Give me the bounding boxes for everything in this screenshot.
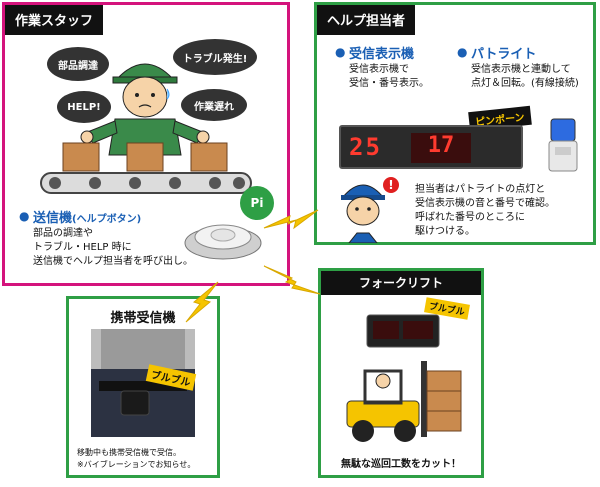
forklift-title-bar: フォークリフト: [321, 271, 481, 295]
forklift-illustration: [346, 361, 462, 442]
light-title: パトライト: [471, 47, 537, 62]
mobile-photo: [91, 329, 195, 437]
bubble-parts: 部品調達: [47, 47, 109, 81]
transmitter-bullet: ●: [19, 209, 30, 223]
transmitter-device: [184, 224, 262, 260]
bubble-trouble: トラブル発生!: [173, 39, 257, 75]
receiver-display: 25 17: [339, 125, 523, 169]
forklift-receiver: [366, 314, 440, 348]
pi-badge: Pi: [240, 186, 274, 220]
bubble-help: HELP!: [57, 91, 111, 123]
mobile-desc: 移動中も携帯受信機で受信。 ※バイブレーションでお知らせ。: [77, 448, 196, 469]
transmitter-title: 送信機(ヘルプボタン): [33, 211, 142, 226]
helper-panel: ヘルプ担当者 ● 受信表示機 受信表示機で 受信・番号表示。 ● パトライト 受…: [314, 2, 596, 245]
alert-icon: !: [383, 177, 399, 193]
display-bullet: ●: [335, 45, 346, 59]
lightning-to-forklift: [263, 265, 321, 295]
staff-panel: 作業スタッフ 部品調達 トラブル発生! HELP! 作業遅れ ● 送信機: [2, 2, 290, 286]
helper-illustration: [341, 184, 385, 243]
light-desc: 受信表示機と連動して 点灯＆回転。(有線接続): [471, 64, 579, 89]
mobile-title: 携帯受信機: [110, 311, 176, 326]
lightning-to-mobile: [185, 281, 219, 323]
transmitter-subtitle: (ヘルプボタン): [72, 214, 142, 225]
patlite-icon: [548, 118, 578, 172]
display-desc: 受信表示機で 受信・番号表示。: [349, 64, 429, 89]
staff-desc: 部品の調達や トラブル・HELP 時に 送信機でヘルプ担当者を呼び出し。: [33, 228, 193, 267]
mobile-panel: 携帯受信機 ブルブル 移動中も携帯受信機で受信。 ※バイブレーションでお知らせ。: [66, 296, 220, 478]
bubble-delay: 作業遅れ: [181, 89, 247, 121]
helper-desc: 担当者はパトライトの点灯と 受信表示機の音と番号で確認。 呼ばれた番号のところに…: [415, 184, 555, 237]
light-bullet: ●: [457, 45, 468, 59]
display-digits: 25: [349, 133, 382, 161]
display-digits-2: 17: [411, 133, 471, 163]
lightning-to-helper: [263, 209, 319, 230]
helper-title: ヘルプ担当者: [317, 5, 416, 35]
forklift-panel: フォークリフト ブルブル 無駄な巡回工数をカット！: [318, 268, 484, 478]
worker-illustration: [40, 63, 252, 194]
display-title: 受信表示機: [349, 47, 415, 62]
staff-title: 作業スタッフ: [5, 5, 104, 35]
forklift-caption: 無駄な巡回工数をカット！: [341, 459, 461, 470]
